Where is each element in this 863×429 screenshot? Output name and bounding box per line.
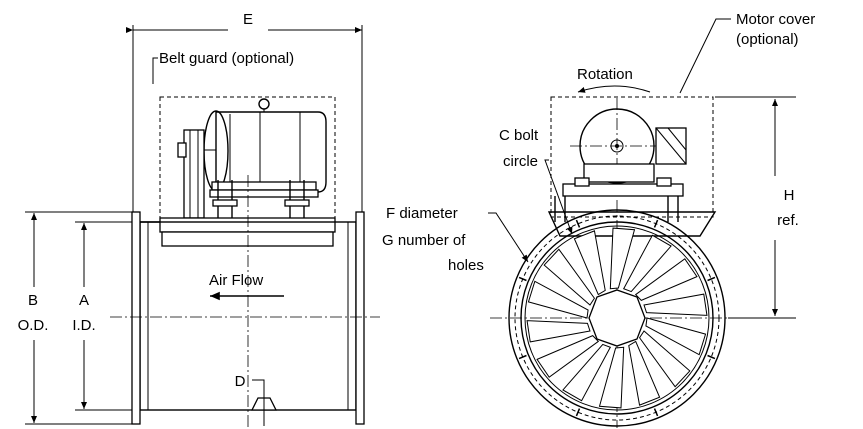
fan-blade: [645, 317, 707, 356]
fan-blade: [562, 343, 612, 402]
dimension-d: D: [235, 373, 278, 426]
belt-drive: [177, 129, 216, 219]
motor-base: [209, 180, 319, 220]
rotation-arrow-icon: [577, 85, 651, 93]
bolt-holes: [518, 219, 716, 417]
fan-blade: [634, 258, 698, 301]
dim-b-label: B: [28, 292, 38, 309]
dim-a-id-label: I.D.: [72, 317, 95, 334]
fan-blade: [536, 335, 600, 378]
fan-blade: [598, 346, 625, 409]
side-view: E Belt guard (optional): [18, 11, 380, 428]
bolt-hole-marker: [653, 219, 659, 228]
dim-h-ref-label: ref.: [777, 212, 799, 229]
duct-body: [110, 175, 380, 428]
fan-blade: [638, 330, 691, 388]
motor-cover-outline: [550, 96, 714, 218]
c-bolt-label-line1: C bolt: [499, 127, 539, 144]
f-diameter-label: F diameter: [386, 205, 458, 222]
c-bolt-callout: C bolt circle: [499, 127, 573, 235]
fan-blade: [527, 280, 589, 319]
bolt-hole-marker: [653, 408, 659, 417]
motor-side: [203, 98, 327, 193]
dim-e-label: E: [243, 11, 253, 28]
belt-guard-label: Belt guard (optional): [159, 50, 294, 67]
fan-hub: [588, 289, 646, 347]
fan-blade: [622, 234, 672, 293]
fan-blade: [543, 248, 596, 306]
fan-blade: [573, 230, 606, 296]
fan-blade: [526, 320, 591, 343]
fan-housing: [490, 200, 744, 428]
dimension-e: E: [126, 11, 363, 212]
belt-guard-outline: [159, 96, 336, 219]
motor-cover-label-line2: (optional): [736, 31, 799, 48]
fan-blade: [643, 293, 708, 316]
motor-end: [562, 98, 687, 197]
dim-a-label: A: [79, 292, 89, 309]
dim-d-label: D: [235, 373, 246, 390]
motor-cover-label-line1: Motor cover: [736, 11, 815, 28]
fan-blades: [526, 227, 708, 409]
mounting-plate: [159, 217, 336, 233]
g-number-label-line2: holes: [448, 257, 484, 274]
g-number-label-line1: G number of: [382, 232, 466, 249]
motor-cover-callout: Motor cover (optional): [679, 11, 815, 94]
bolt-hole-marker: [707, 276, 716, 282]
dim-h-label: H: [784, 187, 795, 204]
bolt-hole-marker: [707, 354, 716, 360]
air-flow-label: Air Flow: [209, 272, 263, 289]
bolt-hole-marker: [575, 408, 581, 417]
bolt-hole-marker: [575, 219, 581, 228]
dimension-b: B O.D.: [18, 211, 132, 425]
end-view: Motor cover (optional) Rotation: [382, 11, 815, 428]
rotation-label: Rotation: [577, 66, 633, 83]
rotation-indicator: Rotation: [577, 66, 651, 93]
dimension-h: H ref.: [715, 96, 799, 319]
dimension-a: A I.D.: [72, 221, 132, 411]
belt-guard-callout: Belt guard (optional): [152, 50, 294, 84]
f-g-callout: F diameter G number of holes: [382, 205, 529, 274]
air-flow-indicator: Air Flow: [209, 272, 284, 301]
fan-blade: [609, 227, 636, 290]
dim-b-od-label: O.D.: [18, 317, 49, 334]
bolt-hole-marker: [518, 354, 527, 360]
c-bolt-label-line2: circle: [503, 153, 538, 170]
bolt-hole-marker: [518, 276, 527, 282]
fan-blade: [628, 340, 661, 406]
